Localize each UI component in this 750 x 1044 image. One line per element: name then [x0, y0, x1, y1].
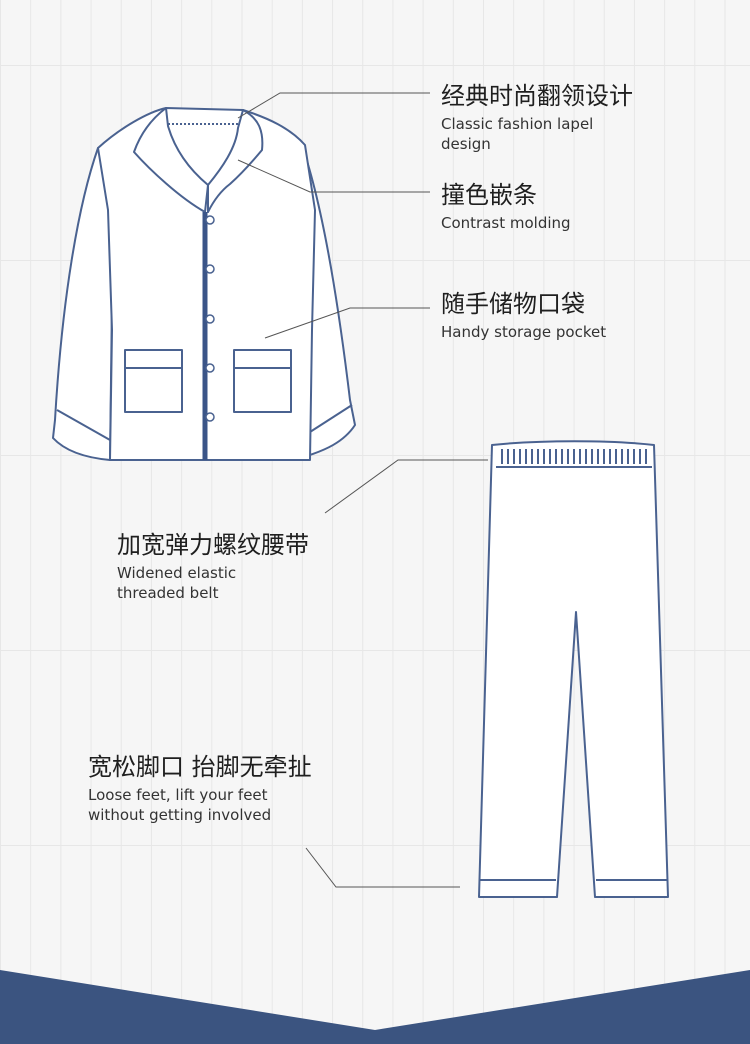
feature-feet-caption: Loose feet, lift your feet without getti… — [88, 786, 272, 824]
leader-pocket — [264, 307, 430, 339]
feature-molding-caption: Contrast molding — [441, 214, 571, 232]
shirt-buttons — [205, 215, 215, 422]
leader-belt — [324, 459, 488, 514]
pocket-right — [233, 349, 292, 413]
shirt-right-lapel — [207, 109, 264, 213]
pocket-left — [124, 349, 183, 413]
feature-lapel-caption: Classic fashion lapel design — [441, 115, 594, 153]
feature-lapel-title: 经典时尚翻领设计 — [441, 82, 633, 110]
feature-feet: 宽松脚口 抬脚无牵扯 Loose feet, lift your feet wi… — [88, 752, 312, 825]
leader-molding — [237, 159, 430, 193]
shirt-button — [205, 412, 215, 422]
shirt-cuff-line-left — [56, 409, 111, 441]
leader-feet — [305, 847, 460, 888]
feature-belt-title: 加宽弹力螺纹腰带 — [117, 531, 309, 559]
trousers-drawing — [478, 440, 669, 898]
waistband-ribbing — [501, 449, 647, 464]
shirt-button — [205, 363, 215, 373]
feature-molding-title: 撞色嵌条 — [441, 181, 537, 209]
shirt-button — [205, 314, 215, 324]
feature-molding: 撞色嵌条 Contrast molding — [441, 180, 571, 233]
feature-pocket-caption: Handy storage pocket — [441, 323, 607, 341]
trousers-outline — [478, 440, 669, 898]
feature-pocket-title: 随手储物口袋 — [441, 290, 585, 318]
feature-pocket: 随手储物口袋 Handy storage pocket — [441, 289, 606, 342]
shirt-left-lapel — [133, 107, 209, 213]
feature-belt: 加宽弹力螺纹腰带 Widened elastic threaded belt — [117, 530, 309, 603]
feature-feet-title: 宽松脚口 抬脚无牵扯 — [88, 753, 312, 781]
bottom-banner — [0, 970, 750, 1044]
shirt-cuff-line-right — [309, 404, 353, 433]
shirt-button — [205, 264, 215, 274]
leader-lapel — [237, 92, 430, 119]
feature-lapel: 经典时尚翻领设计 Classic fashion lapel design — [441, 81, 633, 154]
shirt-left-sleeve — [52, 147, 126, 461]
shirt-button — [205, 215, 215, 225]
leader-lines — [237, 92, 488, 888]
feature-belt-caption: Widened elastic threaded belt — [117, 564, 237, 602]
